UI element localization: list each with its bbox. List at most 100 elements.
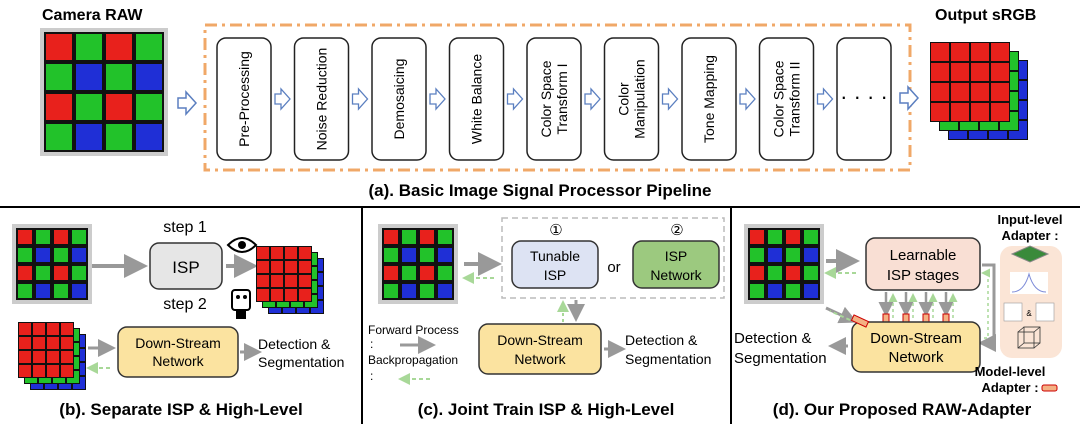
output-label: Detection & <box>625 332 698 348</box>
isp-stage: ColorManipulation <box>603 37 660 161</box>
isp-stage: Color SpaceTransform I <box>526 37 582 161</box>
robot-icon <box>231 289 251 319</box>
pixel-green <box>384 248 398 262</box>
pixel-green <box>438 266 452 280</box>
pixel-green <box>54 248 68 262</box>
svg-text:Tone Mapping: Tone Mapping <box>701 55 717 143</box>
pixel-blue <box>804 284 818 298</box>
input-adapter-label: Input-level <box>997 212 1062 227</box>
pixel-green <box>420 284 434 298</box>
tunable-label: Tunable <box>530 248 580 264</box>
caption-d: (d). Our Proposed RAW-Adapter <box>773 400 1032 419</box>
downstream-label: Down-Stream <box>870 330 962 347</box>
isp-stage: Noise Reduction <box>293 37 350 161</box>
pixel-green <box>72 230 86 244</box>
pixel-blue <box>438 284 452 298</box>
svg-text:Pre-Processing: Pre-Processing <box>236 51 252 147</box>
output-label: Segmentation <box>258 354 344 370</box>
svg-text:Demosaicing: Demosaicing <box>391 59 407 140</box>
pixel-blue <box>72 248 86 262</box>
model-adapter-label: Adapter : <box>981 380 1038 395</box>
tunable-isp-box <box>511 240 599 289</box>
pixel-green <box>54 284 68 298</box>
arrow-icon <box>584 87 601 111</box>
gaussian-kernel-icon <box>1010 272 1048 294</box>
downstream-label: Network <box>152 353 204 369</box>
pixel-green <box>804 230 818 244</box>
pixel-green <box>136 34 162 60</box>
svg-text:· · · ·: · · · · <box>840 84 888 109</box>
pixel-green <box>402 266 416 280</box>
arrow-icon <box>506 87 524 111</box>
isp-network-label: ISP <box>665 248 688 264</box>
camera-raw-label: Camera RAW <box>42 7 143 24</box>
pixel-green <box>18 284 32 298</box>
kernel-grid-icon <box>1003 302 1055 322</box>
pixel-red <box>54 266 68 280</box>
output-label: Detection & <box>734 330 812 347</box>
isp-options-box <box>501 217 725 299</box>
pixel-red <box>18 230 32 244</box>
pixel-blue <box>402 284 416 298</box>
option-2-marker: ② <box>670 222 683 239</box>
pixel-blue <box>438 248 452 262</box>
arrow-icon <box>177 90 198 116</box>
3d-lut-cube-icon <box>1017 326 1041 349</box>
isp-stage: Tone Mapping <box>681 37 737 161</box>
pixel-red <box>106 34 132 60</box>
downstream-label: Network <box>514 351 566 367</box>
output-label: Detection & <box>258 336 331 352</box>
pixel-green <box>786 248 800 262</box>
learnable-label: ISP stages <box>887 267 959 284</box>
pixel-green <box>46 124 72 150</box>
pixel-red <box>750 266 764 280</box>
isp-network-label: Network <box>650 267 702 283</box>
pixel-blue <box>36 248 50 262</box>
pixel-green <box>106 124 132 150</box>
downstream-network-box <box>478 323 602 375</box>
pixel-red <box>786 266 800 280</box>
downstream-network-box <box>851 321 981 373</box>
arrow-icon <box>429 87 446 111</box>
bayer-raw-image <box>378 224 458 304</box>
caption-a: (a). Basic Image Signal Processor Pipeli… <box>369 181 712 200</box>
pixel-green <box>18 248 32 262</box>
downstream-label: Network <box>888 349 944 366</box>
pixel-green <box>36 266 50 280</box>
isp-stages: Pre-Processing Noise Reduction Demosaicing… <box>216 37 920 161</box>
step2-label: step 2 <box>163 296 207 313</box>
pixel-blue <box>72 284 86 298</box>
option-1-marker: ① <box>549 222 562 239</box>
model-adapter-label: Model-level <box>975 364 1046 379</box>
eye-icon <box>226 237 258 253</box>
isp-label: ISP <box>172 258 199 277</box>
arrow-icon <box>274 87 291 111</box>
pixel-red <box>384 266 398 280</box>
learnable-isp-box <box>865 237 981 291</box>
isp-stage: Pre-Processing <box>216 37 272 161</box>
svg-text:ColorManipulation: ColorManipulation <box>616 59 648 138</box>
output-label: Segmentation <box>734 350 827 367</box>
pixel-red <box>786 230 800 244</box>
pixel-blue <box>136 64 162 90</box>
downstream-network-box <box>117 326 239 378</box>
arrow-icon <box>739 87 756 111</box>
downstream-label: Down-Stream <box>135 335 221 351</box>
caption-c: (c). Joint Train ISP & High-Level <box>418 400 675 419</box>
pixel-green <box>804 266 818 280</box>
pixel-green <box>786 284 800 298</box>
pixel-blue <box>36 284 50 298</box>
bayer-raw-image <box>12 224 92 304</box>
pixel-red <box>18 266 32 280</box>
isp-stage: White Balance <box>448 37 505 161</box>
pixel-green <box>36 230 50 244</box>
legend-backprop-label: Backpropagation <box>368 353 458 367</box>
arrow-icon <box>661 87 679 111</box>
pixel-blue <box>76 64 102 90</box>
caption-b: (b). Separate ISP & High-Level <box>59 400 302 419</box>
pixel-green <box>750 248 764 262</box>
pixel-green <box>46 64 72 90</box>
isp-network-box <box>632 240 720 289</box>
